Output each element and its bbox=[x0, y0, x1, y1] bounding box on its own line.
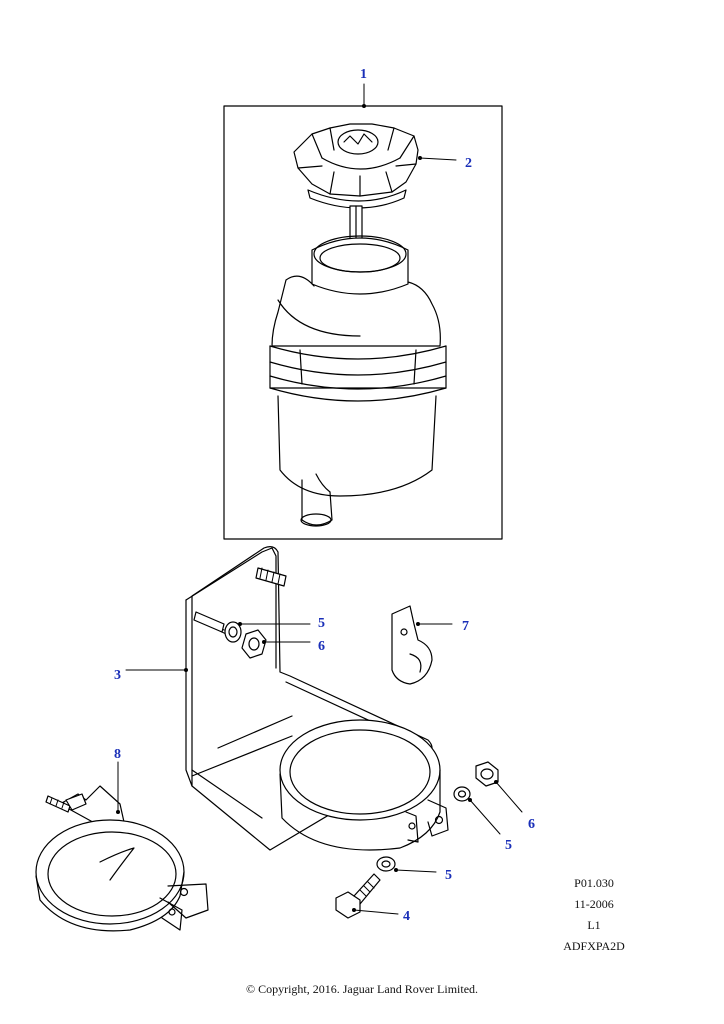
mounting-bracket bbox=[185, 546, 449, 851]
copyright-notice: © Copyright, 2016. Jaguar Land Rover Lim… bbox=[245, 982, 479, 996]
callout-6-upper: 6 bbox=[318, 639, 325, 654]
callout-1: 1 bbox=[360, 67, 367, 82]
level-code: L1 bbox=[587, 918, 601, 932]
callout-6-right: 6 bbox=[528, 817, 535, 832]
callout-3: 3 bbox=[114, 668, 121, 683]
revision-date: 11-2006 bbox=[574, 897, 614, 911]
callout-7: 7 bbox=[462, 619, 469, 634]
callout-5-lower: 5 bbox=[445, 868, 452, 883]
illustration-code: ADFXPA2D bbox=[563, 939, 625, 953]
callout-5-right: 5 bbox=[505, 838, 512, 853]
washer-lower bbox=[376, 856, 396, 872]
callout-5-upper: 5 bbox=[318, 616, 325, 631]
callout-8: 8 bbox=[114, 747, 121, 762]
nut-upper bbox=[241, 629, 267, 659]
leader-dots bbox=[116, 104, 498, 912]
page-reference: P01.030 bbox=[574, 876, 614, 890]
leader-lines bbox=[117, 83, 523, 915]
reservoir-body bbox=[269, 235, 447, 527]
callout-2: 2 bbox=[465, 156, 472, 171]
callout-4: 4 bbox=[403, 909, 410, 924]
hose-clip bbox=[391, 605, 433, 685]
strap-clamp bbox=[35, 785, 209, 932]
washer-right bbox=[453, 786, 471, 802]
washer-upper bbox=[224, 621, 242, 643]
